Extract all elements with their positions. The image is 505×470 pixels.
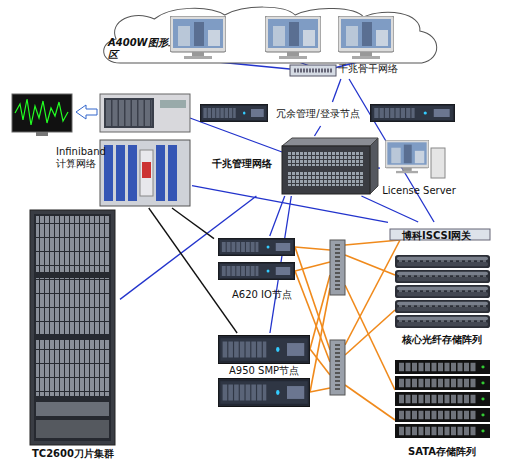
network-link: [378, 167, 380, 168]
node-label: Infiniband 计算网络: [56, 146, 106, 169]
network-link: [270, 196, 291, 333]
sata-storage-array: SATA存储阵列: [392, 358, 492, 462]
node-label: SATA存储阵列: [392, 446, 492, 458]
fc-storage-array: 核心光纤存储阵列: [392, 252, 492, 350]
network-link: [270, 196, 285, 236]
node-label: A620 IO节点: [232, 289, 302, 301]
node-label: A400W图形工作站区: [108, 37, 200, 60]
infiniband-switch: Infiniband 计算网络: [56, 138, 192, 208]
network-link: [332, 79, 340, 102]
network-link: [172, 208, 214, 239]
node-label: 博科ISCSI网关: [402, 230, 488, 242]
login-nodes: 冗余管理/登录节点: [198, 102, 458, 126]
node-label: TC2600刀片集群: [26, 448, 120, 460]
network-link: [192, 186, 388, 223]
node-label: 核心光纤存储阵列: [392, 334, 492, 346]
license-server: License Server: [378, 138, 460, 200]
network-link: [149, 208, 237, 333]
management-switch: 千兆管理网络: [212, 136, 380, 196]
smp-nodes: A950 SMP节点: [214, 333, 314, 409]
blade-cluster: TC2600刀片集群: [26, 208, 120, 462]
node-label: 冗余管理/登录节点: [266, 108, 370, 120]
node-label: 千兆管理网络: [212, 158, 284, 170]
network-link: [314, 126, 320, 136]
node-label: 千兆骨干网络: [338, 63, 400, 75]
network-link: [120, 196, 256, 299]
backbone-switch: 千兆骨干网络: [288, 62, 400, 79]
cloud-outline: [98, 5, 445, 68]
network-link: [349, 79, 434, 222]
node-label: A950 SMP节点: [214, 365, 314, 377]
node-label: License Server: [378, 185, 460, 197]
iscsi-gateway: 博科ISCSI网关: [388, 222, 492, 242]
io-nodes: A620 IO节点: [214, 236, 300, 304]
workstation-cloud: A400W图形工作站区: [98, 5, 445, 68]
network-link: [361, 196, 418, 222]
